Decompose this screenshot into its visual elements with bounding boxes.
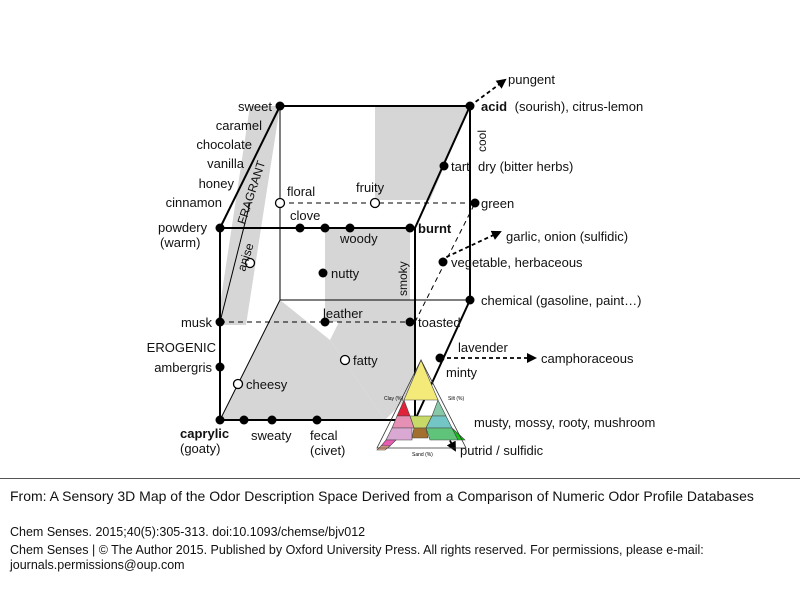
dot-lavender [435, 353, 445, 363]
soil-zone-sandy-loam [385, 427, 413, 441]
dot-vegetable [438, 257, 448, 267]
soil-zone-clay [403, 359, 439, 401]
dot-sweaty-a [239, 415, 249, 425]
soil-zone-loam [411, 427, 429, 439]
label-chocolate: chocolate [196, 137, 252, 152]
dot-tart [439, 161, 449, 171]
dot-anise [244, 257, 256, 269]
label-ambergris: ambergris [154, 360, 212, 375]
label-powdery: powdery [158, 220, 208, 235]
dot-toasted [405, 317, 415, 327]
dot-nutty [318, 268, 328, 278]
dot-fatty [339, 354, 351, 366]
label-acid-rest: (sourish), citrus-lemon [515, 99, 644, 114]
label-musk: musk [181, 315, 213, 330]
odor-cube-diagram: Clay (%) Silt (%) Sand (%) sweet caramel… [147, 72, 656, 458]
caption-citation: Chem Senses. 2015;40(5):305-313. doi:10.… [10, 525, 366, 539]
label-musty: musty, mossy, rooty, mushroom [474, 415, 655, 430]
pungent-arrow [469, 78, 507, 107]
back-floor-edge [219, 299, 281, 421]
label-caprylic: caprylic [180, 426, 229, 441]
label-chemical: chemical (gasoline, paint…) [481, 293, 641, 308]
label-caramel: caramel [216, 118, 262, 133]
label-warm: (warm) [160, 235, 200, 250]
label-fatty: fatty [353, 353, 378, 368]
label-clove: clove [290, 208, 320, 223]
label-civet: (civet) [310, 443, 345, 458]
label-fruity: fruity [356, 180, 385, 195]
dot-ambergris [215, 362, 225, 372]
soil-clay-axis: Clay (%) [384, 396, 404, 402]
soil-texture-triangle: Clay (%) Silt (%) Sand (%) [376, 359, 467, 458]
label-smoky: smoky [396, 261, 410, 296]
label-honey: honey [199, 176, 235, 191]
label-acid-bold: acid [481, 99, 507, 114]
caption-rights: Chem Senses | © The Author 2015. Publish… [10, 543, 704, 572]
label-burnt: burnt [418, 221, 452, 236]
dot-clove [295, 223, 305, 233]
label-nutty: nutty [331, 266, 360, 281]
label-floral: floral [287, 184, 315, 199]
dot-woody-right [345, 223, 355, 233]
dot-sweaty-b [267, 415, 277, 425]
label-leather: leather [323, 306, 363, 321]
mid-plane-left [219, 202, 251, 323]
label-fecal: fecal [310, 428, 338, 443]
label-tart: tart [451, 159, 470, 174]
label-lavender: lavender [458, 340, 509, 355]
label-toasted: toasted [418, 315, 461, 330]
dot-floral [274, 197, 286, 209]
label-vegetable: vegetable, herbaceous [451, 255, 583, 270]
soil-sand-axis: Sand (%) [412, 452, 433, 458]
dot-caprylic [215, 415, 225, 425]
label-woody: woody [339, 231, 378, 246]
cube-top-left [219, 105, 281, 229]
label-putrid: putrid / sulfidic [460, 443, 544, 458]
soil-zone-sandy-clay-loam [391, 415, 415, 429]
dot-acid [465, 101, 475, 111]
label-erogenic: EROGENIC [147, 340, 216, 355]
label-camphoraceous: camphoraceous [541, 351, 634, 366]
label-garlic: garlic, onion (sulfidic) [506, 229, 628, 244]
label-acid: acid (sourish), citrus-lemon [481, 99, 643, 114]
dot-sweet [275, 101, 285, 111]
label-sweaty: sweaty [251, 428, 292, 443]
dot-leather [320, 317, 330, 327]
label-green: green [481, 196, 514, 211]
label-cheesy: cheesy [246, 377, 288, 392]
caption-title: From: A Sensory 3D Map of the Odor Descr… [10, 488, 754, 504]
figure-caption: From: A Sensory 3D Map of the Odor Descr… [0, 478, 800, 590]
label-goaty: (goaty) [180, 441, 220, 456]
soil-triangle-outline [376, 359, 467, 449]
woody-face [325, 228, 410, 322]
dot-fecal [312, 415, 322, 425]
label-sweet: sweet [238, 99, 272, 114]
label-cool: cool [475, 130, 489, 152]
dot-cheesy [232, 378, 244, 390]
dot-burnt [405, 223, 415, 233]
acid-face [375, 106, 470, 200]
label-vanilla: vanilla [207, 156, 245, 171]
dot-green [470, 198, 480, 208]
dot-woody-left [320, 223, 330, 233]
label-minty: minty [446, 365, 478, 380]
soil-zone-loamy-sand [380, 439, 397, 447]
dot-chemical [465, 295, 475, 305]
fatty-face [330, 300, 415, 420]
soil-silt-axis: Silt (%) [448, 396, 464, 402]
dot-fruity [369, 197, 381, 209]
label-pungent: pungent [508, 72, 555, 87]
dot-powdery [215, 223, 225, 233]
soil-zone-silty-clay [431, 399, 447, 417]
label-dry: dry (bitter herbs) [478, 159, 573, 174]
bottom-face [220, 300, 385, 420]
dot-musk [215, 317, 225, 327]
label-cinnamon: cinnamon [166, 195, 222, 210]
